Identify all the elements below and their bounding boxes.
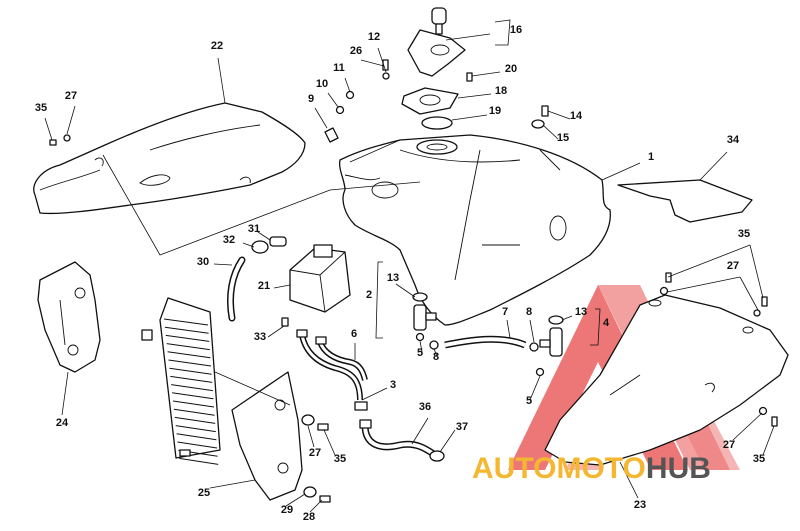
- part-label-28: 28: [303, 511, 315, 523]
- radiator-fin: [172, 400, 215, 408]
- part-label-31: 31: [248, 223, 260, 235]
- part-label-35d: 35: [753, 453, 765, 465]
- part-label-4: 4: [603, 317, 610, 329]
- part-label-5a: 5: [417, 347, 423, 359]
- part-label-3: 3: [390, 379, 396, 391]
- radiator-fin: [170, 375, 213, 383]
- part-label-27d: 27: [723, 439, 735, 451]
- part-23-side-panel: [544, 294, 789, 466]
- radiator-fin: [177, 441, 218, 449]
- part-36-hose: [359, 419, 445, 462]
- radiator-fin: [163, 318, 209, 326]
- radiator-fin: [171, 384, 213, 392]
- part-label-13b: 13: [575, 306, 587, 318]
- radiator-fin: [164, 326, 209, 334]
- part-label-29: 29: [281, 504, 293, 516]
- part-16-fuel-cap: [407, 7, 466, 77]
- fasteners-right: [659, 272, 778, 427]
- part-21-reservoir: [289, 244, 351, 313]
- part-label-33: 33: [254, 331, 266, 343]
- part-24-side-panel: [37, 261, 101, 373]
- part-19-gasket: [421, 116, 453, 130]
- part-label-25: 25: [198, 487, 210, 499]
- part-label-16: 16: [510, 24, 522, 36]
- part-label-32: 32: [223, 234, 235, 246]
- part-label-27b: 27: [727, 260, 739, 272]
- part-label-1: 1: [648, 151, 654, 163]
- watermark-part2: MOTO: [556, 452, 645, 485]
- part-label-35c: 35: [334, 453, 346, 465]
- part-label-34: 34: [727, 134, 740, 146]
- part-label-6: 6: [351, 328, 357, 340]
- part-label-20: 20: [505, 63, 517, 75]
- radiator-fin: [172, 392, 214, 400]
- part-label-2: 2: [366, 289, 372, 301]
- part-label-19: 19: [489, 105, 501, 117]
- watermark-part3: HUB: [646, 452, 711, 485]
- part-label-8a: 8: [433, 351, 439, 363]
- radiator-fin: [179, 457, 219, 465]
- radiator-fin: [175, 425, 216, 433]
- part-label-30: 30: [197, 256, 209, 268]
- part-25-shroud: [231, 371, 331, 503]
- part-label-5b: 5: [526, 395, 532, 407]
- part-label-37: 37: [456, 421, 468, 433]
- part-label-23: 23: [634, 499, 646, 511]
- radiator-fins: [163, 318, 219, 465]
- part-34-pad: [617, 179, 753, 223]
- part-label-13a: 13: [387, 272, 399, 284]
- part-label-24: 24: [56, 417, 69, 429]
- part-label-21: 21: [258, 280, 270, 292]
- fasteners-top: [49, 59, 549, 146]
- radiator-fin: [176, 433, 217, 441]
- radiator-fin: [169, 367, 212, 375]
- part-6-pipes: [296, 329, 368, 411]
- part-label-26: 26: [350, 45, 362, 57]
- part-label-35a: 35: [35, 102, 47, 114]
- part-label-10: 10: [316, 78, 328, 90]
- radiator-fin: [168, 359, 212, 367]
- part-7-hose-inner: [444, 337, 526, 347]
- part-label-12: 12: [368, 31, 380, 43]
- radiator-fin: [165, 334, 210, 342]
- radiator-fin: [174, 416, 216, 424]
- part-22-tail-cover: [33, 102, 306, 215]
- part-label-36: 36: [419, 401, 431, 413]
- part-label-15: 15: [557, 132, 569, 144]
- part-label-27c: 27: [309, 447, 321, 459]
- part-label-27a: 27: [65, 90, 77, 102]
- part-18-flange: [401, 87, 459, 115]
- part-label-14: 14: [570, 110, 583, 122]
- watermark-text: AUTOMOTOHUB: [472, 452, 711, 485]
- part-label-22: 22: [211, 40, 223, 52]
- part-label-8b: 8: [526, 306, 532, 318]
- part-label-11: 11: [333, 62, 345, 74]
- part-31-32-fitting: [251, 236, 287, 254]
- part-2-fuel-tap-left: [412, 292, 439, 350]
- part-label-18: 18: [495, 85, 507, 97]
- part-33-screw: [281, 317, 289, 327]
- part-label-9: 9: [308, 93, 314, 105]
- radiator-fin: [167, 351, 211, 359]
- leader-lines: [44, 19, 775, 513]
- radiator-fin: [166, 343, 210, 351]
- part-label-7: 7: [502, 306, 508, 318]
- part-1-fuel-tank: [338, 134, 611, 326]
- part-30-hose-inner: [228, 258, 244, 320]
- watermark-part1: AUTO: [472, 452, 556, 485]
- part-label-35b: 35: [738, 228, 750, 240]
- watermark-wordmark: AUTOMOTOHUB: [472, 452, 711, 485]
- part-4-fuel-tap-right: [529, 315, 564, 377]
- radiator: [141, 297, 221, 465]
- radiator-fin: [173, 408, 215, 416]
- part-labels: 1234556788910111213131415161819202122232…: [35, 24, 765, 523]
